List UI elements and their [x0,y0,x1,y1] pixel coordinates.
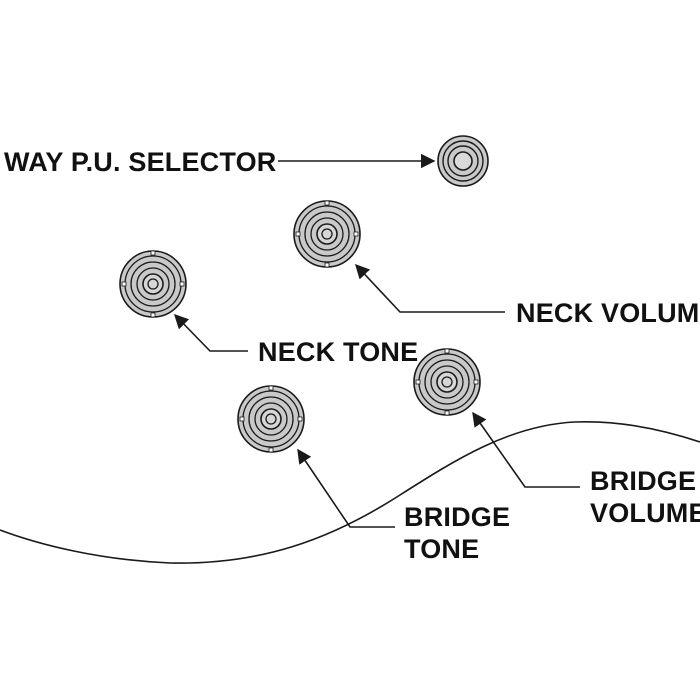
bridge-tone-leader-arrow [297,448,395,528]
neck-volume-leader-arrow [355,263,505,313]
bridge-volume-knob[interactable] [413,348,481,416]
neck-tone-leader-arrow [173,313,248,352]
bridge-volume-leader-arrow [472,411,580,488]
selector-label: WAY P.U. SELECTOR [4,147,277,177]
bridge-tone-knob[interactable] [237,385,305,453]
neck-volume-label: NECK VOLUME [516,298,700,328]
bridge-volume-label-line2: VOLUME [590,498,700,528]
bridge-tone-label-line1: BRIDGE [404,502,510,532]
neck-volume-knob[interactable] [293,200,361,268]
neck-tone-label: NECK TONE [258,337,418,367]
guitar-body-outline [0,420,700,564]
bridge-tone-label-line2: TONE [404,534,479,564]
pickup-selector-switch[interactable] [437,135,489,187]
bridge-volume-label-line1: BRIDGE [590,466,696,496]
neck-tone-knob[interactable] [119,250,187,318]
